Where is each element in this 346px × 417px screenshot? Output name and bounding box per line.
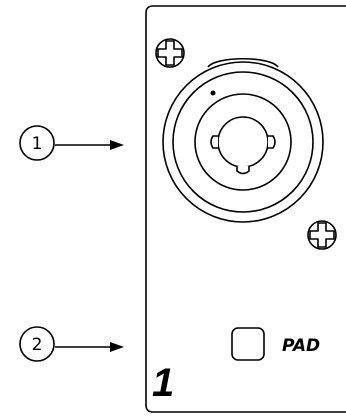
latch-tab <box>207 57 279 68</box>
callout-2-arrow <box>55 342 124 352</box>
callout-1: 1 <box>19 125 124 161</box>
callout-1-number: 1 <box>32 134 43 154</box>
xlr-combo-jack[interactable] <box>162 57 324 223</box>
pin-notch-left <box>210 135 218 149</box>
callout-2-number: 2 <box>32 335 43 355</box>
pad-switch[interactable] <box>231 327 265 361</box>
pin-notch-bottom <box>236 166 250 175</box>
latch-dot <box>210 90 216 96</box>
callout-2: 2 <box>19 326 124 362</box>
pad-label: PAD <box>282 336 320 356</box>
callout-2-circle <box>19 326 55 362</box>
channel-strip-panel <box>145 5 346 413</box>
mounting-screw-top-icon <box>155 38 185 68</box>
callout-1-circle <box>19 125 55 161</box>
channel-number: 1 <box>152 361 174 405</box>
mounting-screw-bottom-icon <box>307 220 337 250</box>
pin-notch-right <box>268 135 276 149</box>
callout-1-arrow <box>55 140 124 150</box>
